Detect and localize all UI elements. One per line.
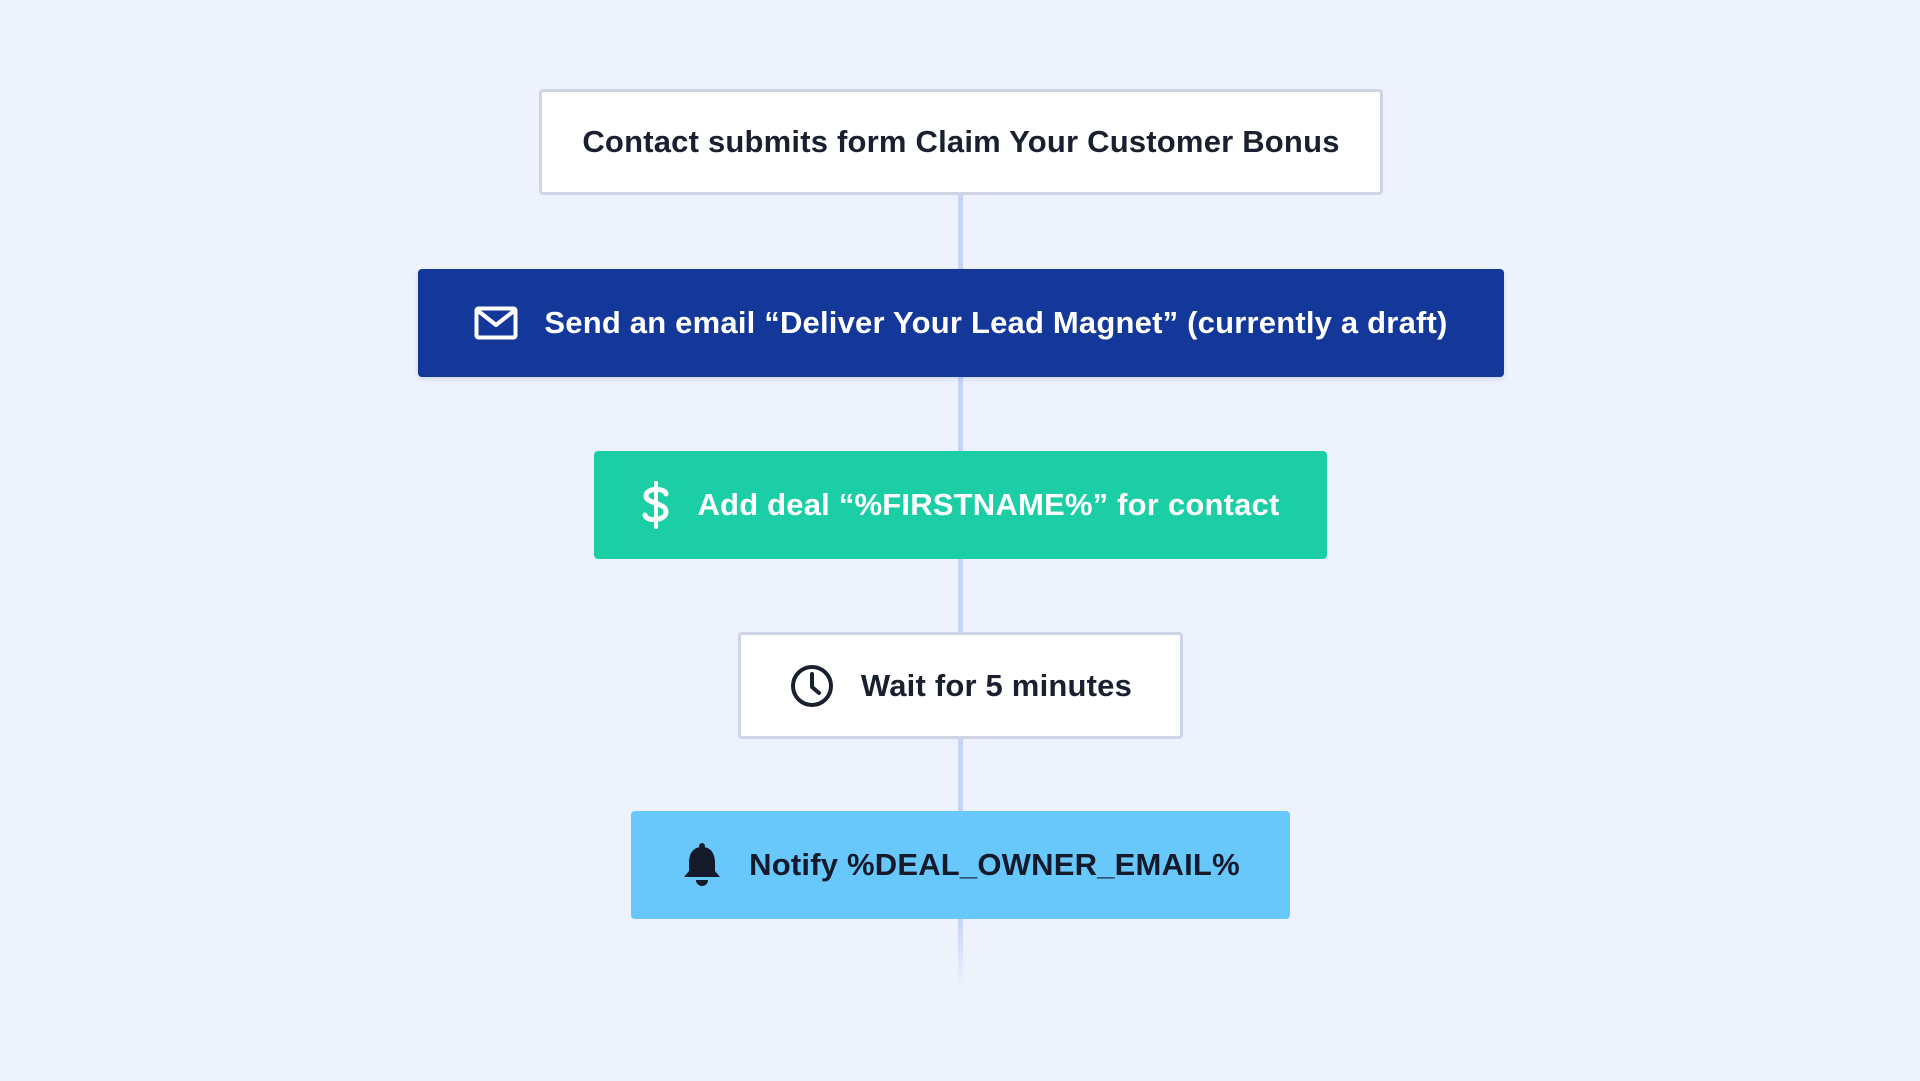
connector-line — [958, 559, 963, 632]
wait-step[interactable]: Wait for 5 minutes — [738, 632, 1183, 739]
connector-line — [958, 377, 963, 451]
connector-line — [958, 739, 963, 811]
notify-step-label: Notify %DEAL_OWNER_EMAIL% — [749, 847, 1240, 882]
clock-icon — [789, 663, 835, 709]
add-deal-step-label: Add deal “%FIRSTNAME%” for contact — [697, 487, 1280, 522]
trigger-step-label: Contact submits form Claim Your Customer… — [582, 124, 1340, 159]
trigger-step[interactable]: Contact submits form Claim Your Customer… — [539, 89, 1383, 195]
dollar-icon — [641, 481, 671, 529]
notify-step[interactable]: Notify %DEAL_OWNER_EMAIL% — [631, 811, 1290, 919]
wait-step-label: Wait for 5 minutes — [860, 667, 1133, 703]
send-email-step[interactable]: Send an email “Deliver Your Lead Magnet”… — [418, 269, 1504, 377]
add-deal-step[interactable]: Add deal “%FIRSTNAME%” for contact — [594, 451, 1327, 559]
send-email-step-label: Send an email “Deliver Your Lead Magnet”… — [544, 305, 1448, 340]
bell-icon — [681, 842, 723, 888]
connector-line — [958, 195, 963, 269]
envelope-icon — [474, 306, 518, 340]
connector-line-tail — [958, 919, 963, 989]
